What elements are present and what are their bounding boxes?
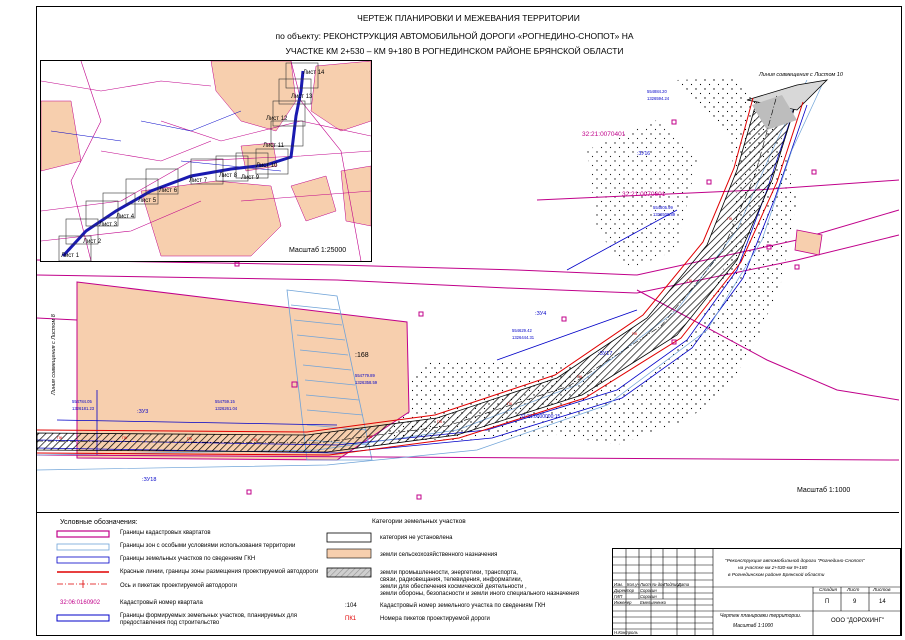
svg-text:Лист 6: Лист 6 (159, 188, 178, 194)
svg-text:ПК: ПК (57, 435, 63, 440)
svg-text:ПК: ПК (252, 437, 258, 442)
svg-text:Лист 4: Лист 4 (116, 214, 135, 220)
legend-item-2: Границы зон с особыми условиями использо… (120, 543, 296, 549)
svg-text:554784.05: 554784.05 (72, 399, 92, 404)
svg-text:ПК: ПК (437, 419, 443, 424)
label-zu18: :ЗУ18 (142, 477, 156, 483)
svg-text:Лист 14: Лист 14 (303, 70, 325, 76)
label-zu4: :ЗУ4 (535, 311, 546, 317)
match-line-top: Линия совмещения с Листом 10 (758, 72, 844, 78)
title-block: "Реконструкция автомобильной дороги "Рог… (612, 548, 901, 636)
inset-scale: Масштаб 1:25000 (289, 246, 346, 254)
parcel-text: Кадастровый номер земельного участка по … (380, 603, 546, 609)
svg-text:Лист 5: Лист 5 (138, 198, 157, 204)
categories-heading: Категории земельных участков (372, 518, 466, 525)
category-1: категория не установлена (380, 535, 453, 541)
svg-text:Лист 1: Лист 1 (61, 253, 80, 259)
label-zu3: :ЗУ3 (137, 409, 148, 415)
label-zu16: :ЗУ16 (637, 151, 650, 157)
road-axis (37, 94, 778, 444)
title-line-3: УЧАСТКЕ КМ 2+530 – КМ 9+180 В РОГНЕДИНСК… (285, 46, 624, 56)
category-3: земли промышленности, энергетики, трансп… (380, 570, 518, 576)
match-line-left: Линия совмещения с Листом 8 (51, 313, 57, 396)
picket-example: ПК1 (345, 616, 357, 622)
legend-separator (37, 512, 899, 513)
picket-text: Номера пикетов проектируемой дороги (380, 616, 490, 622)
svg-text:1326261.04: 1326261.04 (215, 406, 238, 411)
svg-text:ПК: ПК (577, 374, 583, 379)
svg-text:554759.15: 554759.15 (215, 399, 235, 404)
svg-text:Лист 3: Лист 3 (99, 222, 118, 228)
legend-item-1: Границы кадастровых квартатов (120, 530, 211, 536)
svg-text:Лист 9: Лист 9 (241, 175, 260, 181)
legend-item-8: предоставления под строительство (120, 620, 220, 626)
label-parcel-168: :168 (355, 352, 369, 359)
svg-text:ПК: ПК (727, 216, 733, 221)
svg-text:Лист 8: Лист 8 (219, 173, 238, 179)
main-scale: Масштаб 1:1000 (797, 486, 850, 494)
legend-item-5: Ось и пикетаж проектируемой автодороги (120, 583, 238, 589)
parcel-example: :104 (345, 603, 357, 609)
svg-text:Лист 11: Лист 11 (263, 143, 285, 149)
svg-text:ПК: ПК (122, 435, 128, 440)
svg-text:Лист 7: Лист 7 (189, 178, 208, 184)
legend-item-3: Границы земельных участков по сведениям … (120, 556, 256, 562)
svg-text:554779.89: 554779.89 (355, 373, 375, 378)
svg-text:554629.42: 554629.42 (512, 328, 532, 333)
label-quarter-3: 32:21:0000000:15 (520, 414, 561, 420)
legend-item-7: Границы формируемых земельных участков, … (120, 613, 298, 619)
special-zone-band (286, 289, 373, 461)
category-5: земли для обеспечения космической деятел… (380, 584, 527, 590)
svg-text:ПК: ПК (187, 436, 193, 441)
title-line-2: по объекту: РЕКОНСТРУКЦИЯ АВТОМОБИЛЬНОЙ … (275, 31, 634, 41)
label-quarter-1: 32:21:0070401 (582, 131, 626, 138)
svg-text:Лист 2: Лист 2 (83, 239, 102, 245)
svg-text:1326594.24: 1326594.24 (647, 96, 670, 101)
svg-text:Лист 12: Лист 12 (266, 116, 288, 122)
svg-text:554884.20: 554884.20 (647, 89, 667, 94)
svg-text:554805.99: 554805.99 (653, 205, 673, 210)
inset-map: Лист 1 Лист 2 Лист 3 Лист 4 Лист 5 Лист … (40, 60, 372, 262)
legend-heading: Условные обозначения: (60, 519, 138, 526)
title-line-1: ЧЕРТЕЖ ПЛАНИРОВКИ И МЕЖЕВАНИЯ ТЕРРИТОРИИ (357, 13, 580, 23)
svg-text:1326509.89: 1326509.89 (653, 212, 676, 217)
svg-text:ПК: ПК (632, 331, 638, 336)
category-swatches (326, 532, 372, 578)
svg-text:1326444.31: 1326444.31 (512, 335, 535, 340)
svg-text:ПК: ПК (687, 278, 693, 283)
legend-item-4: Красные линии, границы зоны размещения п… (120, 569, 319, 575)
svg-text:Лист 13: Лист 13 (291, 94, 313, 100)
svg-text:1326181.23: 1326181.23 (72, 406, 95, 411)
svg-text:1326358.59: 1326358.59 (355, 380, 378, 385)
sheet-frame (36, 6, 902, 636)
svg-text:ПК: ПК (367, 434, 373, 439)
category-6: земли обороны, безопасности и земли иног… (380, 591, 580, 597)
legend-swatches (56, 530, 110, 622)
svg-text:ПК: ПК (507, 401, 513, 406)
legend-item-6: Кадастровый номер квартала (120, 600, 203, 606)
label-zu17: :ЗУ17 (598, 351, 612, 357)
category-4: связи, радиовещания, телевидения, информ… (380, 577, 523, 583)
category-2: земли сельскохозяйственного назначения (380, 552, 498, 558)
label-quarter-2: 32:21:0070601 (622, 191, 666, 198)
legend-quarter-example: 32:06:0160902 (60, 600, 101, 606)
svg-text:Лист 10: Лист 10 (256, 163, 278, 169)
